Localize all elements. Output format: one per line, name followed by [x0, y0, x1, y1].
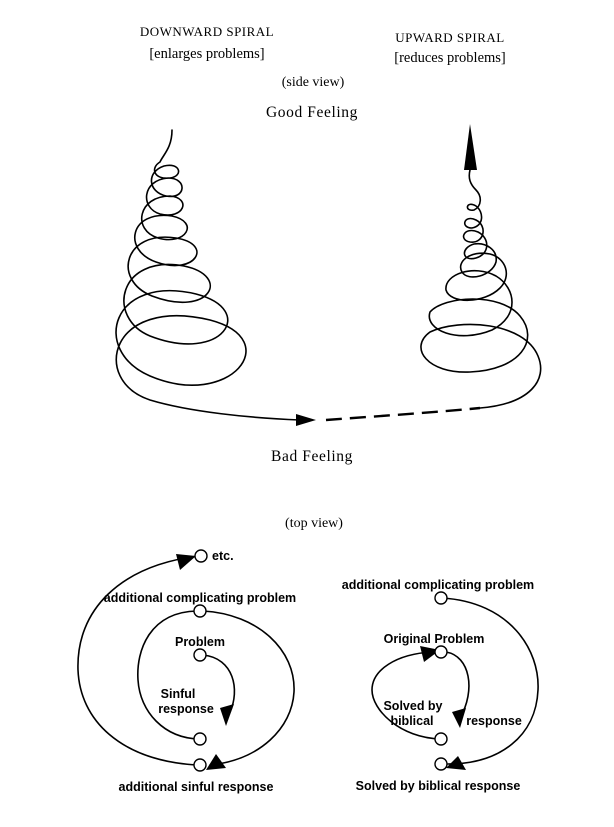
good-feeling-label: Good Feeling: [266, 104, 358, 121]
middle-arc-right: [202, 610, 295, 766]
additional-response-node: [193, 758, 207, 772]
top-view-label: (top view): [285, 516, 343, 531]
upward-spiral-coil: [420, 139, 542, 409]
downward-spiral-subtitle: [enlarges problems]: [149, 46, 264, 62]
downward-spiral-top: etc. additional complicating problem Pro…: [77, 549, 296, 794]
etc-arrowhead: [176, 554, 196, 570]
solved-inner-arrowhead: [452, 708, 466, 728]
solved-outer-arrowhead: [446, 756, 466, 770]
additional-response-arrowhead: [206, 754, 226, 770]
additional-problem-node: [193, 604, 207, 618]
inner-arc-left-upward: [371, 651, 442, 740]
upward-spiral-subtitle: [reduces problems]: [394, 50, 506, 66]
sinful-label: Sinful: [161, 687, 196, 701]
inner-arc-left: [137, 610, 200, 740]
spiral-dashed-connector: [325, 406, 481, 422]
downward-spiral-title: DOWNWARD SPIRAL: [140, 24, 274, 39]
side-view-label: (side view): [282, 75, 345, 90]
left-additional-problem-label: additional complicating problem: [104, 591, 296, 605]
additional-sinful-response-label: additional sinful response: [119, 780, 274, 794]
sinful-response-node: [193, 732, 207, 746]
right-additional-problem-node: [434, 591, 448, 605]
response-label: response: [158, 702, 214, 716]
sinful-response-arrowhead: [220, 704, 234, 726]
upward-spiral-side: [420, 124, 542, 409]
outer-arc-left: [77, 555, 199, 766]
downward-spiral-arrowhead: [296, 414, 316, 426]
solved-outer-node: [434, 757, 448, 771]
original-problem-node: [434, 645, 448, 659]
response-right-label: response: [466, 714, 522, 728]
solved-by-biblical-response-label: Solved by biblical response: [356, 779, 521, 793]
solved-inner-node: [434, 732, 448, 746]
problem-label: Problem: [175, 635, 225, 649]
problem-node: [193, 648, 207, 662]
original-problem-label: Original Problem: [384, 632, 485, 646]
downward-spiral-side: [115, 129, 481, 426]
downward-spiral-coil: [115, 129, 301, 421]
biblical-label: biblical: [390, 714, 433, 728]
right-additional-problem-label: additional complicating problem: [342, 578, 534, 592]
outer-arc-right: [441, 597, 539, 765]
upward-spiral-title: UPWARD SPIRAL: [395, 30, 504, 45]
etc-node: [194, 549, 208, 563]
etc-label: etc.: [212, 549, 234, 563]
upward-spiral-top: additional complicating problem Original…: [342, 578, 539, 793]
bad-feeling-label: Bad Feeling: [271, 448, 353, 465]
upward-spiral-arrowhead: [464, 124, 477, 170]
innermost-arc-right-upward: [445, 651, 470, 719]
solved-by-label: Solved by: [383, 699, 442, 713]
